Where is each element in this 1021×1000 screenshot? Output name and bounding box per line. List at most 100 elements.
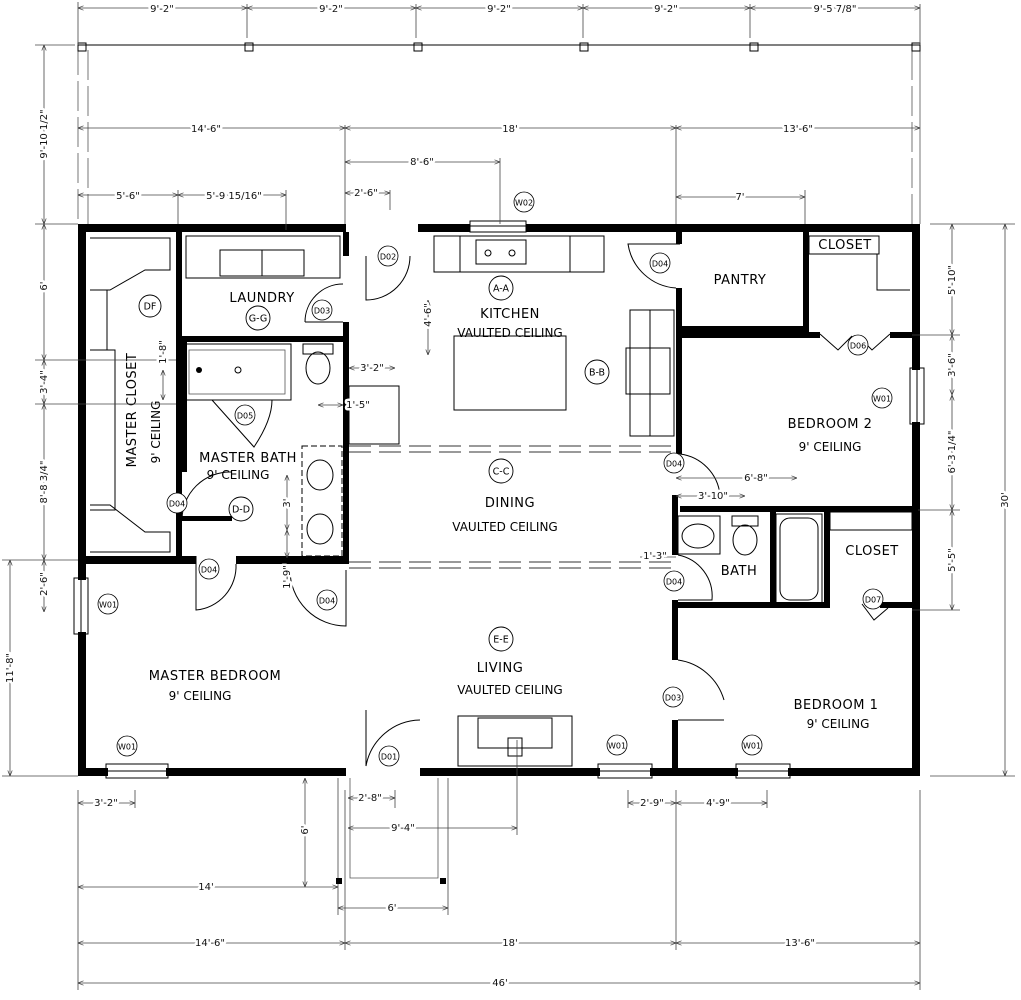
section-label: C-C xyxy=(493,467,510,478)
room-master-closet: MASTER CLOSET xyxy=(125,353,140,468)
ceiling-bedroom-2: 9' CEILING xyxy=(799,440,862,454)
tag-label: W01 xyxy=(743,742,761,751)
window-tag: W01 xyxy=(741,734,763,756)
door-tag: D05 xyxy=(234,404,256,426)
dim-bottom-overall-3: 13'-6" xyxy=(785,938,815,949)
section-marker: G-G xyxy=(245,305,271,331)
tag-label: D04 xyxy=(169,500,185,509)
ceiling-bedroom-1: 9' CEILING xyxy=(807,717,870,731)
room-master-bath: MASTER BATH xyxy=(199,451,297,466)
door-tag: D01 xyxy=(378,745,400,767)
dim-right-2: 3'-6" xyxy=(947,353,958,377)
dim-overall-width: 46' xyxy=(492,978,507,989)
tag-label: D01 xyxy=(381,753,397,762)
dim-right-4: 5'-5" xyxy=(947,548,958,572)
porch-roof-outline xyxy=(77,42,921,224)
tag-label: W02 xyxy=(515,199,533,208)
door-tag: D04 xyxy=(663,452,685,474)
window-tag: W01 xyxy=(97,593,119,615)
room-closet-bed2: CLOSET xyxy=(818,238,872,253)
tag-label: D03 xyxy=(314,307,330,316)
dim-porch-width: 6' xyxy=(387,903,396,914)
dim-detail-2: 5'-9 15/16" xyxy=(206,191,262,202)
shower-door xyxy=(211,399,273,448)
section-label: A-A xyxy=(493,284,510,295)
section-label: B-B xyxy=(589,368,605,379)
dim-top-overall-2: 18' xyxy=(502,124,517,135)
dim-left-3: 3'-4" xyxy=(39,370,50,394)
ceiling-dining: VAULTED CEILING xyxy=(452,520,557,534)
section-label: DF xyxy=(144,302,157,313)
dim-top-2: 9'-2" xyxy=(319,4,343,15)
tag-label: W01 xyxy=(118,743,136,752)
bar-stool xyxy=(348,385,400,445)
kitchen-island xyxy=(453,335,567,411)
fireplace xyxy=(457,715,573,767)
door-tag: D03 xyxy=(311,299,333,321)
dim-left-6: 11'-8" xyxy=(5,653,16,683)
room-bath: BATH xyxy=(721,564,758,579)
dim-top-5: 9'-5 7/8" xyxy=(814,4,857,15)
window xyxy=(909,367,925,425)
tag-label: D04 xyxy=(652,260,668,269)
window xyxy=(73,577,89,635)
door-tag: D04 xyxy=(649,252,671,274)
section-marker: C-C xyxy=(488,458,514,484)
dim-detail-3: 2'-6" xyxy=(354,188,378,199)
window-tag: W02 xyxy=(513,191,535,213)
dim-bottom-1: 3'-2" xyxy=(94,798,118,809)
section-label: D-D xyxy=(232,505,250,516)
dim-left-1: 9'-10 1/2" xyxy=(39,109,50,158)
door-tag: D07 xyxy=(862,588,884,610)
doors xyxy=(181,243,891,767)
room-bedroom-2: BEDROOM 2 xyxy=(788,417,873,432)
vanity-master xyxy=(301,445,343,557)
tag-label: D04 xyxy=(666,460,682,469)
window-tag: W01 xyxy=(606,734,628,756)
dim-bath-toilet: 3'-10" xyxy=(698,491,728,502)
ceiling-master-bath: 9' CEILING xyxy=(207,468,270,482)
dim-porch-offset: 14' xyxy=(198,882,213,893)
ceiling-master-closet: 9' CEILING xyxy=(149,401,163,464)
tag-label: D04 xyxy=(319,597,335,606)
dim-kitchen-width: 8'-6" xyxy=(410,157,434,168)
dim-top-1: 9'-2" xyxy=(150,4,174,15)
tag-label: D06 xyxy=(850,342,866,351)
post xyxy=(911,42,921,52)
window xyxy=(597,763,653,779)
tag-label: D04 xyxy=(201,566,217,575)
section-markers: A-A B-B C-C D-D E-E DF G-G xyxy=(138,275,610,652)
closet-shelves xyxy=(808,235,913,531)
bath-fixtures xyxy=(677,513,823,605)
ceiling-kitchen: VAULTED CEILING xyxy=(457,326,562,340)
dim-top-3: 9'-2" xyxy=(487,4,511,15)
dim-detail-1: 5'-6" xyxy=(116,191,140,202)
tag-label: D07 xyxy=(865,596,881,605)
dim-top-overall-1: 14'-6" xyxy=(191,124,221,135)
dim-bottom-3: 2'-9" xyxy=(640,798,664,809)
dim-right-overall: 30' xyxy=(1000,492,1011,507)
section-marker: A-A xyxy=(488,275,514,301)
dim-porch-depth: 6' xyxy=(300,825,311,834)
dim-top-overall-3: 13'-6" xyxy=(783,124,813,135)
tag-label: D03 xyxy=(665,694,681,703)
room-master-bedroom: MASTER BEDROOM xyxy=(149,669,282,684)
dim-bottom-overall-2: 18' xyxy=(502,938,517,949)
ceiling-master-bedroom: 9' CEILING xyxy=(169,689,232,703)
section-marker: B-B xyxy=(584,359,610,385)
room-closet-bed1: CLOSET xyxy=(845,544,899,559)
window-tag: W01 xyxy=(116,735,138,757)
tag-label: W01 xyxy=(608,742,626,751)
door-tag: D04 xyxy=(166,492,188,514)
dim-top-4: 9'-2" xyxy=(654,4,678,15)
window xyxy=(105,763,169,779)
bathtub-master xyxy=(182,343,292,401)
dim-right-1: 5'-10" xyxy=(947,265,958,295)
door-tag: D04 xyxy=(663,570,685,592)
room-dining: DINING xyxy=(485,496,535,511)
dim-vanity-end: 1'-9" xyxy=(282,565,293,589)
section-marker: DF xyxy=(138,294,162,318)
dim-left-5: 2'-6" xyxy=(39,572,50,596)
door-tag: D04 xyxy=(198,558,220,580)
